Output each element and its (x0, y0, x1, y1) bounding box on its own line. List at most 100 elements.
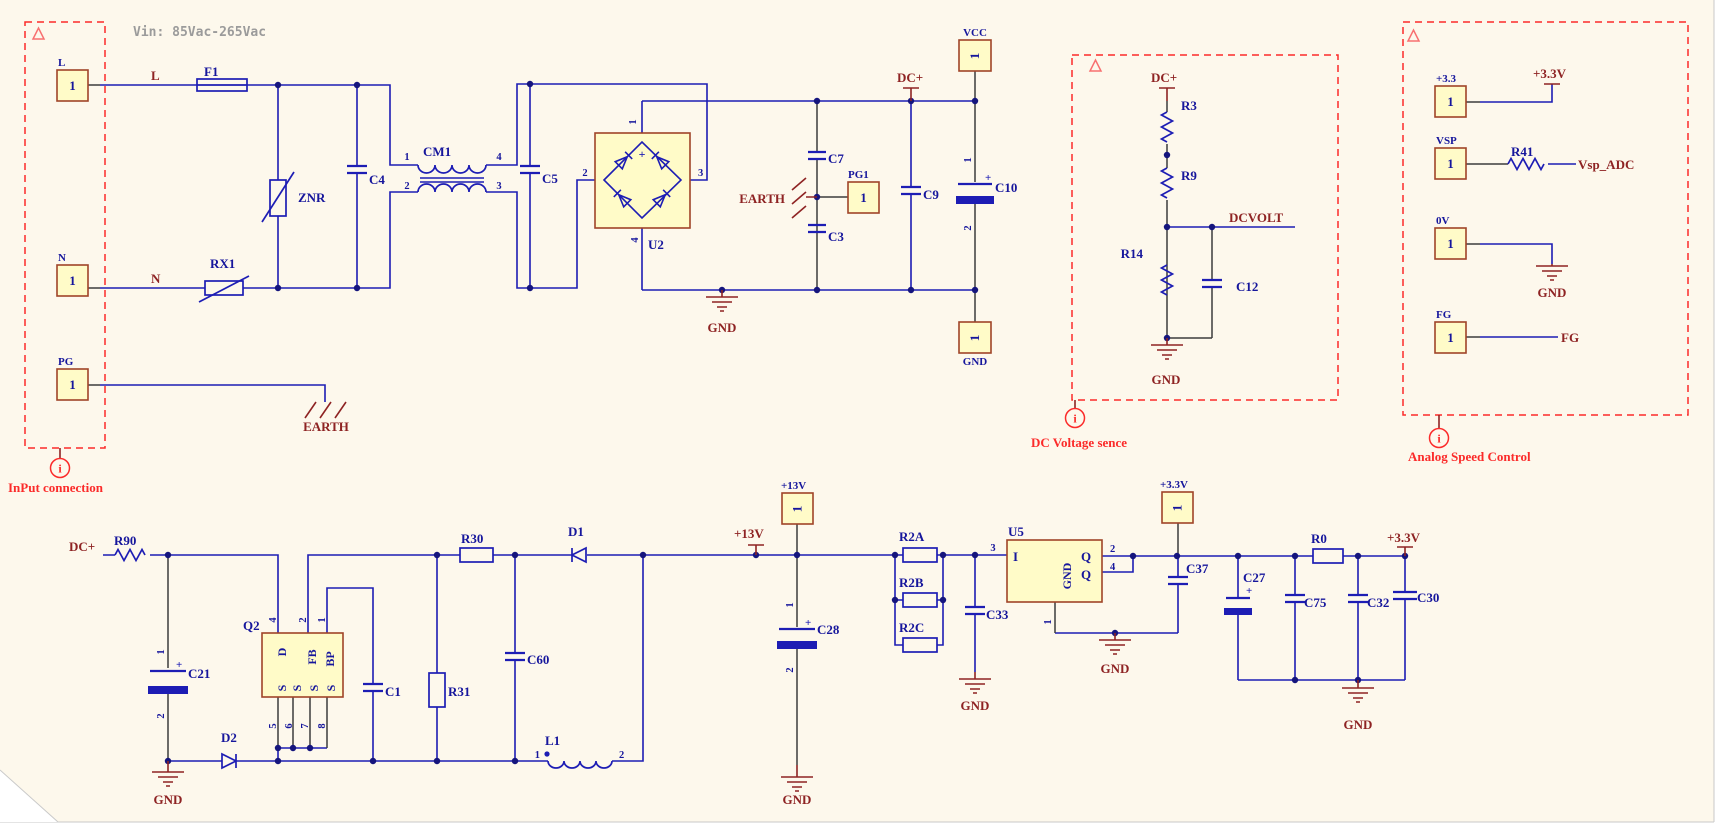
capacitor-C21[interactable]: + C21 1 2 (148, 649, 210, 719)
capacitor-C37[interactable]: C37 (1168, 561, 1209, 586)
regulator-U5[interactable]: U5 I GND Q Q 3 2 4 1 (990, 524, 1116, 625)
net-label-dcvolt: DCVOLT (1229, 210, 1283, 225)
svg-text:3: 3 (698, 168, 703, 179)
connector-33V[interactable]: +3.3V 1 (1160, 479, 1194, 524)
svg-text:FB: FB (305, 649, 319, 664)
connector-0V[interactable]: 0V 1 (1434, 215, 1467, 260)
resistor-R2B[interactable]: R2B (899, 575, 938, 608)
svg-text:N: N (58, 252, 66, 264)
svg-text:7: 7 (300, 723, 311, 728)
svg-text:S: S (324, 684, 338, 691)
svg-text:S: S (307, 684, 321, 691)
connector-N[interactable]: N 1 (56, 252, 89, 297)
connector-PG[interactable]: PG 1 (56, 356, 89, 401)
svg-text:GND: GND (961, 698, 990, 713)
connector-VSP[interactable]: VSP 1 (1434, 135, 1467, 180)
capacitor-C12[interactable]: C12 (1202, 278, 1258, 294)
connector-PG1[interactable]: PG1 1 (847, 169, 880, 214)
junction-dots (164, 80, 1409, 765)
capacitor-C32[interactable]: C32 (1348, 593, 1389, 610)
resistor-R41[interactable]: R41 (1507, 144, 1545, 172)
svg-text:+13V: +13V (781, 480, 806, 492)
svg-text:+: + (639, 147, 646, 161)
capacitor-C7[interactable]: C7 (808, 150, 844, 166)
thermistor-RX1[interactable]: RX1 (198, 256, 250, 303)
common-mode-choke-CM1[interactable]: CM1 1 4 2 3 (404, 144, 502, 193)
connector-VCC[interactable]: VCC 1 (958, 27, 992, 72)
bridge-rectifier-U2[interactable]: + 2 3 1 4 U2 (582, 119, 703, 252)
svg-text:1: 1 (1447, 94, 1454, 109)
connector-L[interactable]: L 1 (56, 57, 89, 102)
section-title-input: InPut connection (8, 480, 104, 495)
svg-text:GND: GND (154, 792, 183, 807)
svg-text:+: + (176, 659, 182, 671)
svg-text:C28: C28 (817, 622, 840, 637)
svg-text:1: 1 (1043, 619, 1054, 624)
capacitor-C10[interactable]: + C10 1 2 (956, 157, 1017, 231)
svg-text:D2: D2 (221, 730, 237, 745)
sheet-marker-triangle (1406, 28, 1421, 42)
sheet-marker-triangle (1088, 58, 1103, 72)
capacitor-C75[interactable]: C75 (1285, 593, 1327, 610)
svg-text:1: 1 (860, 190, 867, 205)
svg-text:2: 2 (298, 617, 309, 622)
svg-text:4: 4 (496, 152, 502, 163)
svg-text:1: 1 (535, 750, 540, 761)
fuse-F1[interactable]: F1 (196, 64, 248, 92)
section-input-connection-frame: i InPut connection (8, 21, 106, 495)
svg-text:R41: R41 (1511, 144, 1533, 159)
svg-text:GND: GND (1344, 717, 1373, 732)
svg-text:+: + (1246, 585, 1252, 597)
capacitor-C33[interactable]: C33 (965, 605, 1009, 622)
varistor-ZNR[interactable]: ZNR (261, 171, 326, 223)
resistor-R2C[interactable]: R2C (899, 620, 938, 653)
capacitor-C1[interactable]: C1 (363, 682, 401, 699)
connector-GND[interactable]: GND 1 (958, 321, 992, 368)
resistor-R0[interactable]: R0 (1311, 531, 1344, 564)
diode-D2[interactable]: D2 (221, 730, 238, 770)
capacitor-C60[interactable]: C60 (505, 651, 549, 667)
capacitor-C27[interactable]: + C27 (1224, 570, 1266, 615)
diode-glyphs (613, 151, 671, 209)
capacitor-C9[interactable]: C9 (901, 185, 939, 202)
connector-33-asc[interactable]: +3.3 1 (1434, 73, 1467, 118)
svg-text:L1: L1 (545, 733, 560, 748)
diode-D1[interactable]: D1 (568, 524, 587, 564)
net-label-earth-bottom: EARTH (303, 419, 349, 434)
svg-text:1: 1 (628, 119, 639, 124)
switcher-ic-Q2[interactable]: Q2 D FB BP S S S S 4 2 1 5 6 7 8 (243, 617, 344, 729)
svg-text:CM1: CM1 (423, 144, 451, 159)
resistor-R90[interactable]: R90 (114, 533, 146, 563)
svg-text:GND: GND (708, 320, 737, 335)
svg-text:BP: BP (323, 651, 337, 666)
capacitor-C30[interactable]: C30 (1393, 590, 1439, 605)
svg-text:1: 1 (1447, 236, 1454, 251)
info-icon-glyph: i (1437, 432, 1441, 446)
connector-13V[interactable]: +13V 1 (781, 480, 814, 525)
resistor-R3[interactable]: R3 (1159, 98, 1198, 143)
svg-text:C21: C21 (188, 666, 210, 681)
power-label-dcplus-sense: DC+ (1151, 70, 1177, 85)
svg-text:3: 3 (496, 181, 501, 192)
svg-text:2: 2 (582, 168, 587, 179)
resistor-R31[interactable]: R31 (428, 672, 470, 708)
svg-text:5: 5 (268, 723, 279, 728)
capacitor-C5[interactable]: C5 (520, 164, 558, 186)
resistor-R14[interactable]: R14 (1121, 246, 1175, 296)
net-label-L: L (151, 68, 160, 83)
svg-text:1: 1 (1170, 505, 1185, 512)
connector-FG[interactable]: FG 1 (1434, 309, 1467, 354)
resistor-R2A[interactable]: R2A (899, 529, 938, 563)
svg-text:+: + (985, 172, 991, 184)
resistor-R9[interactable]: R9 (1159, 167, 1198, 199)
inductor-L1[interactable]: L1 1 2 (535, 733, 625, 769)
resistor-R30[interactable]: R30 (459, 531, 494, 563)
svg-text:FG: FG (1436, 309, 1452, 321)
capacitor-C3[interactable]: C3 (808, 223, 844, 244)
svg-text:R2B: R2B (899, 575, 924, 590)
capacitor-C28[interactable]: + C28 1 2 (777, 602, 840, 673)
capacitor-C4[interactable]: C4 (347, 164, 385, 187)
